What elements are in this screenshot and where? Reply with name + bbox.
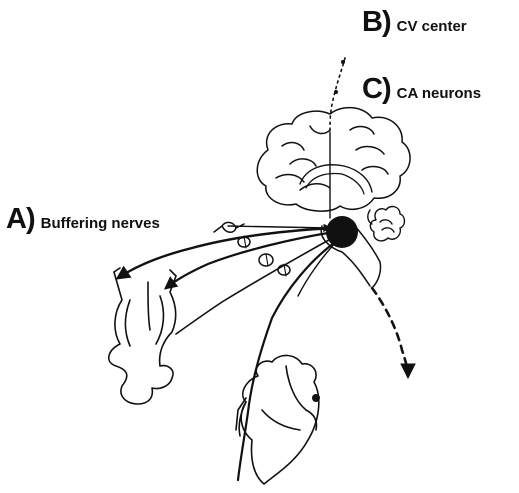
- label-ca-neurons: C) CA neurons: [362, 75, 481, 104]
- label-a-letter: A): [6, 203, 35, 235]
- brain-outline-icon: [257, 108, 410, 211]
- label-c-text: CA neurons: [397, 85, 481, 102]
- label-buffering-nerves: A) Buffering nerves: [6, 205, 160, 234]
- label-cv-center: B) CV center: [362, 8, 467, 37]
- descending-pathway: [330, 58, 345, 218]
- descending-output-arrow: [372, 288, 408, 376]
- cerebellum-icon: [368, 207, 405, 241]
- label-b-letter: B): [362, 6, 391, 38]
- label-c-letter: C): [362, 73, 391, 105]
- heart-outline-icon: [236, 355, 320, 484]
- label-a-text: Buffering nerves: [41, 215, 160, 232]
- label-b-text: CV center: [397, 18, 467, 35]
